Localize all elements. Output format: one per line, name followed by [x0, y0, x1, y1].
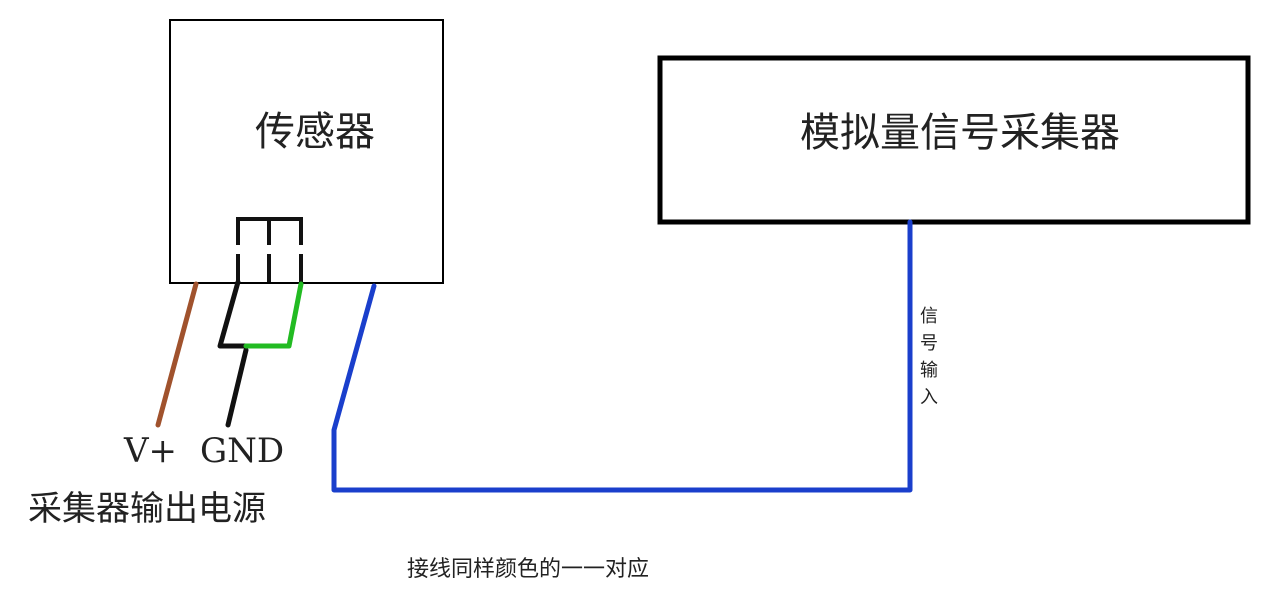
- wiring-note: 接线同样颜色的一一对应: [407, 557, 649, 582]
- gnd-label: GND: [200, 431, 284, 471]
- power-source-label: 采集器输出电源: [28, 489, 266, 529]
- brown-wire-v-plus: [155, 281, 199, 428]
- signal-input-char-1: 信: [920, 306, 938, 327]
- collector-box: 模拟量信号采集器: [657, 55, 1251, 225]
- green-wire: [243, 281, 304, 349]
- signal-input-char-2: 号: [920, 333, 938, 354]
- signal-input-label: 信 号 输 入: [920, 306, 938, 408]
- black-wire-pin1: [217, 279, 249, 349]
- collector-box-outline: [657, 55, 1251, 225]
- sensor-connector: [236, 217, 303, 282]
- sensor-box-outline: [169, 19, 444, 284]
- collector-label: 模拟量信号采集器: [800, 110, 1120, 156]
- sensor-label: 传感器: [255, 109, 375, 155]
- sensor-box: 传感器: [169, 19, 444, 284]
- wires: [155, 219, 913, 493]
- black-wire-gnd: [225, 347, 249, 428]
- blue-signal-wire: [331, 219, 913, 493]
- v-plus-label: V+: [123, 431, 177, 471]
- signal-input-char-4: 入: [920, 387, 938, 408]
- signal-input-char-3: 输: [920, 360, 938, 381]
- power-labels: V+ GND 采集器输出电源: [28, 431, 284, 529]
